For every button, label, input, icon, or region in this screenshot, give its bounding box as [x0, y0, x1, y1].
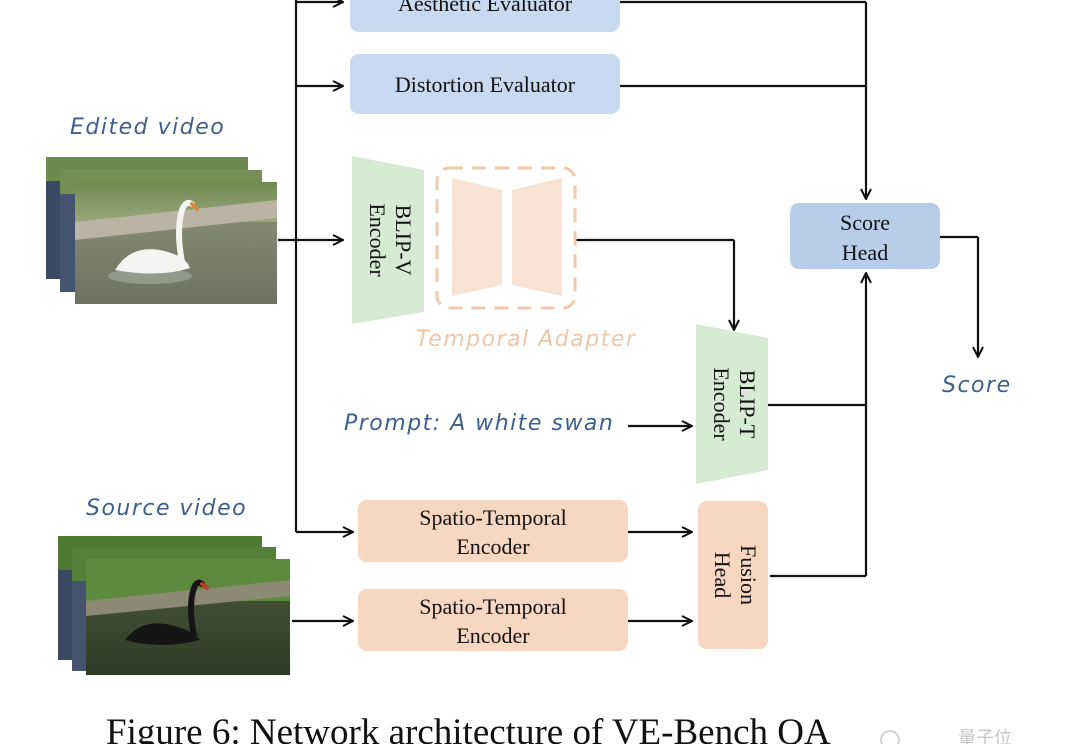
- score-output-label: Score: [942, 373, 1012, 398]
- watermark-text: 量子位: [958, 728, 1012, 744]
- connectors: [278, 0, 978, 621]
- aesthetic-evaluator-label: Aesthetic Evaluator: [398, 0, 573, 16]
- source-video-label: Source video: [86, 496, 247, 521]
- st-encoder-2-line1: Spatio-Temporal: [419, 594, 567, 619]
- st-encoder-2-line2: Encoder: [456, 623, 530, 648]
- edited-video-image: [75, 182, 277, 304]
- spatio-temporal-encoder-2: Spatio-Temporal Encoder: [358, 589, 628, 651]
- blip-t-encoder: BLIP-T Encoder: [696, 324, 768, 484]
- fusion-head-line2: Head: [710, 552, 735, 598]
- st-encoder-1-line1: Spatio-Temporal: [419, 505, 567, 530]
- distortion-evaluator-label: Distortion Evaluator: [395, 72, 576, 97]
- blip-t-label-line1: BLIP-T: [735, 370, 760, 439]
- spatio-temporal-encoder-1: Spatio-Temporal Encoder: [358, 500, 628, 562]
- figure-caption: Figure 6: Network architecture of VE-Ben…: [106, 712, 831, 744]
- score-head: Score Head: [790, 203, 940, 269]
- source-video-frames: [58, 536, 290, 675]
- source-video-image: [86, 559, 290, 675]
- aesthetic-evaluator: Aesthetic Evaluator: [350, 0, 620, 32]
- st-encoder-1-line2: Encoder: [456, 534, 530, 559]
- prompt-label: Prompt: A white swan: [344, 411, 614, 436]
- blip-v-label-line2: Encoder: [365, 203, 390, 277]
- edited-video-label: Edited video: [70, 115, 225, 140]
- score-head-line2: Head: [842, 240, 888, 265]
- watermark: 量子位: [880, 728, 1012, 744]
- temporal-adapter: [435, 166, 577, 310]
- blip-v-encoder: BLIP-V Encoder: [352, 156, 424, 324]
- blip-t-label-line2: Encoder: [709, 367, 734, 441]
- blip-v-label-line1: BLIP-V: [391, 205, 416, 276]
- fusion-head: Fusion Head: [698, 501, 768, 649]
- fusion-head-line1: Fusion: [736, 545, 761, 605]
- distortion-evaluator: Distortion Evaluator: [350, 54, 620, 114]
- edited-video-frames: [46, 157, 277, 304]
- score-head-line1: Score: [840, 210, 890, 235]
- temporal-adapter-label: Temporal Adapter: [416, 327, 637, 352]
